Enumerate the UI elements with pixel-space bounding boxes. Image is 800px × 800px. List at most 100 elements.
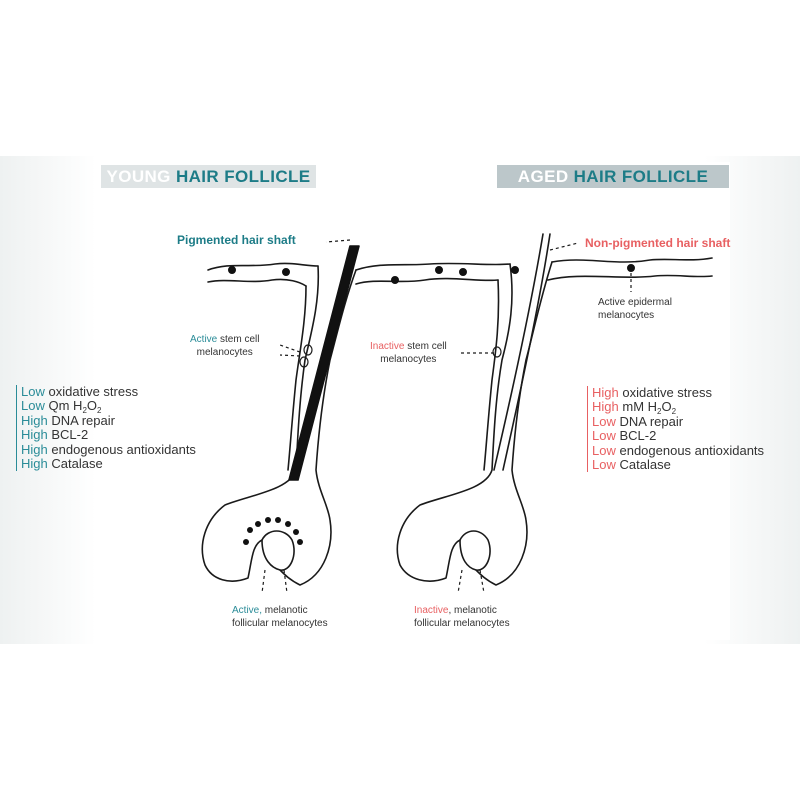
aged-status-list: High oxidative stress High mM H2O2 Low D… [587, 385, 765, 473]
aged-status-text: BCL-2 [619, 428, 657, 444]
young-follicular-melanocyte [275, 517, 281, 523]
aged-hair-shaft-left [493, 233, 544, 471]
aged-stem-cell [492, 346, 502, 358]
aged-follicular-arrow-2 [479, 569, 485, 594]
aged-status-row: Low Catalase [592, 457, 764, 473]
young-follicular-arrow-2 [283, 569, 288, 594]
young-follicular-melanocyte [285, 521, 291, 527]
aged-status-sub: 2 [671, 407, 677, 417]
aged-status-text: Catalase [619, 457, 671, 473]
aged-hair-shaft-right [502, 233, 551, 471]
aged-epidermal-line2: melanocytes [598, 310, 655, 321]
aged-epidermal-line1: Active epidermal [598, 297, 672, 308]
aged-follicle-inner-left [483, 279, 500, 471]
young-follicular-melanocyte [243, 539, 249, 545]
young-follicular-melanocyte [247, 527, 253, 533]
aged-papilla [459, 530, 491, 571]
aged-status-row: Low BCL-2 [592, 429, 764, 443]
aged-status-row: Low DNA repair [592, 413, 764, 429]
aged-status-level: Low [592, 457, 616, 473]
young-follicular-melanocyte [297, 539, 303, 545]
young-status-level: Low [21, 384, 45, 399]
young-stem-cell-text: stem cell [217, 334, 260, 345]
aged-epidermal-melanocyte-1 [459, 268, 467, 276]
aged-status-text: DNA repair [619, 413, 684, 429]
young-follicle-inner-left [287, 285, 307, 471]
epidermis-left [207, 262, 319, 271]
diagram-panel [100, 162, 730, 640]
young-hair-shaft [288, 245, 360, 481]
young-status-mid: O [86, 398, 98, 414]
young-status-text: DNA repair [51, 412, 115, 428]
aged-status-row: High mM H2O2 [592, 399, 764, 417]
young-status-text: Qm H [48, 398, 83, 414]
aged-status-row: High oxidative stress [592, 385, 764, 400]
aged-status-text: oxidative stress [622, 385, 712, 400]
young-follicular-melanocyte [255, 521, 261, 527]
young-status-row: High endogenous antioxidants [21, 441, 196, 457]
aged-status-level: Low [592, 442, 616, 458]
young-header-rest: HAIR FOLLICLE [175, 167, 311, 186]
young-status-level: High [21, 412, 48, 428]
young-shaft-arrow [325, 239, 351, 243]
aged-follicle-left-wall [396, 263, 513, 582]
young-follicular-line2: follicular melanocytes [232, 618, 328, 629]
young-follicular-text: melanotic [262, 605, 308, 616]
young-papilla [261, 530, 295, 571]
epidermis-mid-lower [355, 277, 499, 285]
young-epidermal-melanocyte-1 [228, 266, 236, 274]
aged-status-sub: 2 [657, 407, 662, 417]
young-follicular-arrow [261, 569, 266, 594]
young-status-row: High Catalase [21, 456, 196, 472]
young-stem-cell-arrow [279, 344, 301, 353]
aged-status-text: mM H [622, 399, 658, 415]
young-status-list: Low oxidative stress Low Qm H2O2 High DN… [16, 384, 196, 472]
young-header-word: YOUNG [106, 167, 171, 186]
young-follicular-status: Active, [232, 605, 263, 616]
aged-status-text: endogenous antioxidants [619, 442, 765, 458]
aged-status-mid: O [661, 399, 672, 415]
aged-follicular-status: Inactive [414, 605, 449, 616]
epidermis-right-upper [551, 257, 713, 263]
young-epidermal-melanocyte-3 [391, 276, 399, 284]
young-stem-cell-line2: melanocytes [196, 347, 253, 358]
young-follicular-label: Active, melanotic follicular melanocytes [232, 604, 328, 630]
young-status-level: High [21, 441, 48, 457]
aged-shaft-arrow [549, 242, 579, 251]
aged-header-rest: HAIR FOLLICLE [573, 167, 709, 186]
aged-status-row: Low endogenous antioxidants [592, 442, 765, 458]
aged-stem-cell-label: Inactive stem cell melanocytes [370, 340, 447, 366]
young-stem-cell-label: Active stem cell melanocytes [190, 333, 259, 359]
young-epidermal-melanocyte-4 [435, 266, 443, 274]
aged-status-level: Low [592, 428, 616, 444]
aged-follicular-arrow [457, 569, 463, 594]
aged-epidermal-melanocyte-3 [627, 264, 635, 272]
pigmented-hair-shaft-label: Pigmented hair shaft [177, 233, 296, 247]
young-status-row: High DNA repair [21, 412, 196, 428]
aged-status-level: Low [592, 413, 616, 429]
aged-header-word: AGED [517, 167, 569, 186]
aged-follicular-label: Inactive, melanotic follicular melanocyt… [414, 604, 510, 630]
young-hair-follicle-header: YOUNG HAIR FOLLICLE [101, 165, 316, 188]
young-status-row: High BCL-2 [21, 428, 196, 442]
aged-status-level: High [592, 399, 619, 415]
epidermis-left-lower [207, 278, 307, 287]
young-status-row: Low Qm H2O2 [21, 398, 196, 416]
young-epidermal-melanocyte-2 [282, 268, 290, 276]
young-stem-cell [299, 356, 309, 368]
young-status-level: High [21, 456, 48, 472]
young-status-sub: 2 [97, 406, 102, 416]
aged-follicular-line2: follicular melanocytes [414, 618, 510, 629]
young-status-row: Low oxidative stress [21, 384, 196, 399]
young-stem-cell-arrow-2 [279, 354, 301, 357]
young-status-level: High [21, 427, 48, 443]
epidermis-right-lower [547, 274, 713, 281]
young-status-text: endogenous antioxidants [51, 441, 196, 457]
aged-epidermal-melanocyte-2 [511, 266, 519, 274]
young-stem-cell-status: Active [190, 334, 218, 345]
aged-epidermal-label: Active epidermal melanocytes [598, 296, 672, 322]
aged-status-level: High [592, 385, 619, 400]
non-pigmented-hair-shaft-label: Non-pigmented hair shaft [585, 236, 731, 250]
aged-hair-follicle-header: AGED HAIR FOLLICLE [497, 165, 729, 188]
